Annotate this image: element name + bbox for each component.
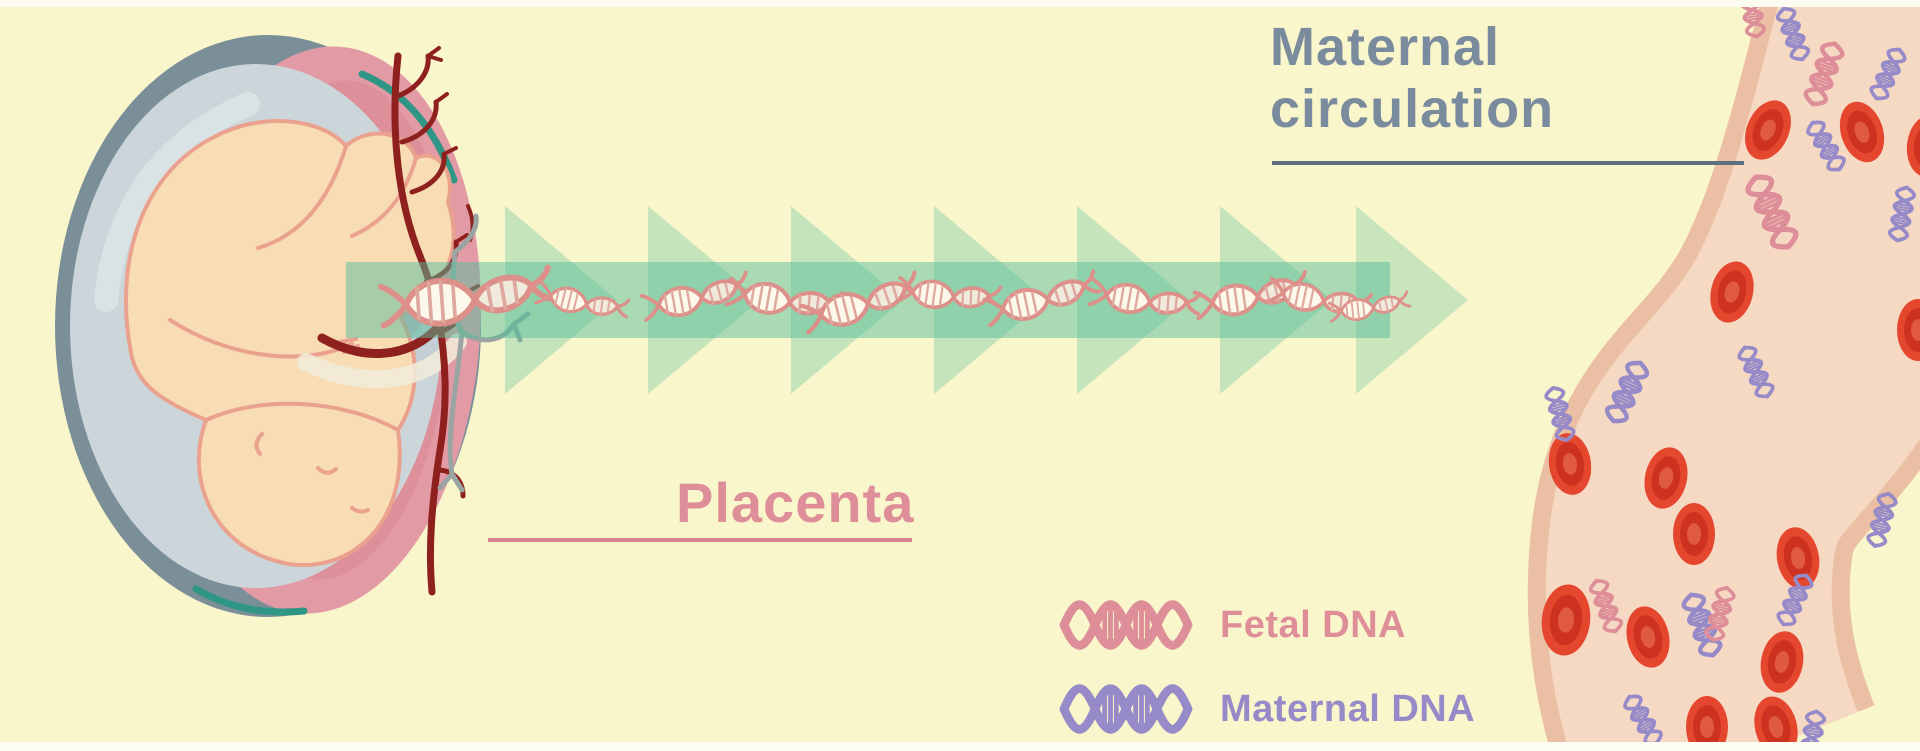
arrowhead-icon xyxy=(1356,206,1468,394)
chorion-teal-arc-top xyxy=(358,70,458,184)
red-blood-cell xyxy=(1673,503,1715,565)
vessel-lumen xyxy=(1545,0,1920,751)
placenta-pointer-line xyxy=(488,538,912,542)
fetus xyxy=(124,119,456,568)
fetus-detail-lines xyxy=(168,144,418,514)
legend-label-maternal-dna: Maternal DNA xyxy=(1220,687,1476,730)
maternal-circulation-pointer-line xyxy=(1272,161,1744,165)
bottom-edge-strip xyxy=(0,742,1920,751)
maternal-circulation-line1: Maternal xyxy=(1270,17,1501,77)
legend-label-fetal-dna: Fetal DNA xyxy=(1220,603,1407,646)
fetus-eye xyxy=(316,466,338,475)
placenta-label: Placenta xyxy=(676,471,915,534)
legend-row-maternal-dna: Maternal DNA xyxy=(1058,678,1475,740)
chorion-teal-arc-bottom xyxy=(192,585,308,616)
fetus-mouth xyxy=(350,506,370,514)
top-edge-strip xyxy=(0,0,1920,7)
maternal-circulation-line2: circulation xyxy=(1270,79,1555,139)
amniotic-highlight xyxy=(94,92,260,312)
fetus-ear xyxy=(254,432,264,456)
maternal-blood-vessel xyxy=(1527,0,1920,751)
fetal-dna-helix-icon xyxy=(1058,594,1194,656)
legend-row-fetal-dna: Fetal DNA xyxy=(1058,594,1475,656)
legend: Fetal DNA Maternal DNA xyxy=(1058,594,1475,751)
maternal-dna-helix-icon xyxy=(1058,678,1194,740)
